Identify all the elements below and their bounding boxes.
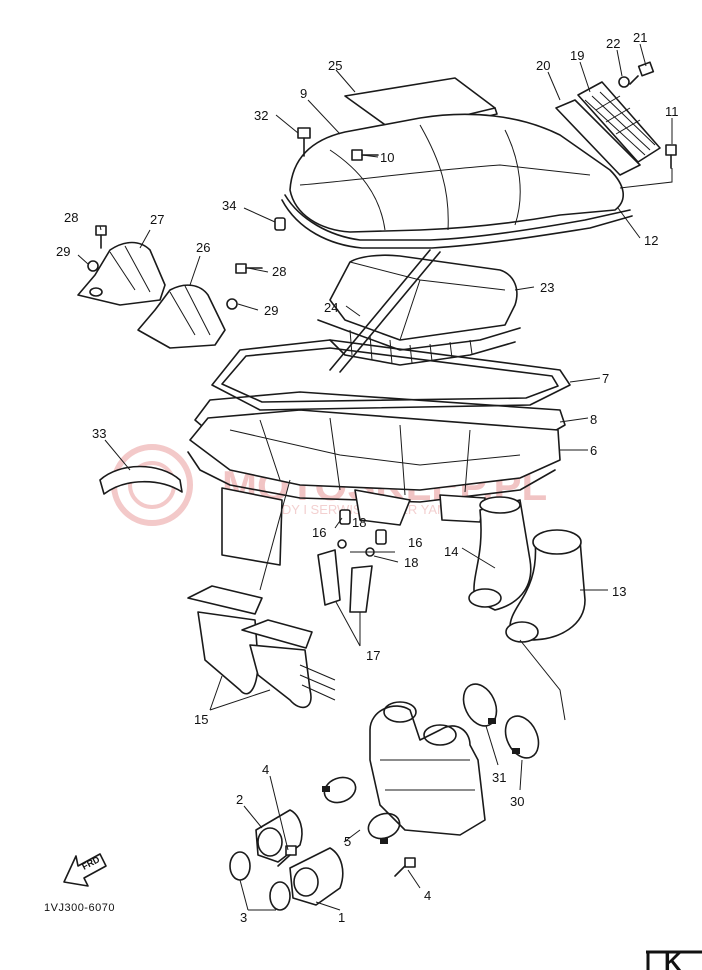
bolt-4-lower bbox=[394, 857, 416, 877]
part-26-side-duct bbox=[137, 284, 226, 349]
label-23: 23 bbox=[540, 280, 554, 295]
part-7-seal bbox=[211, 339, 571, 411]
bolt-28-left bbox=[95, 225, 107, 249]
label-21: 21 bbox=[633, 30, 647, 45]
part-15-intake-duct bbox=[187, 585, 336, 709]
label-4-lower: 4 bbox=[424, 888, 431, 903]
part-13-joint bbox=[505, 529, 586, 643]
label-28-right: 28 bbox=[272, 264, 286, 279]
label-32: 32 bbox=[254, 108, 268, 123]
label-30: 30 bbox=[510, 794, 524, 809]
part-20-gasket bbox=[555, 99, 641, 176]
label-29-left: 29 bbox=[56, 244, 70, 259]
label-14: 14 bbox=[444, 544, 458, 559]
corner-mark: K bbox=[646, 949, 702, 970]
label-18-left: 18 bbox=[352, 515, 366, 530]
part-6-cleaner-case bbox=[187, 409, 561, 566]
forward-arrow-icon: FRD bbox=[63, 853, 107, 887]
label-24: 24 bbox=[324, 300, 338, 315]
label-12: 12 bbox=[644, 233, 658, 248]
label-28-left: 28 bbox=[64, 210, 78, 225]
label-25: 25 bbox=[328, 58, 342, 73]
label-20: 20 bbox=[536, 58, 550, 73]
label-3: 3 bbox=[240, 910, 247, 925]
label-15: 15 bbox=[194, 712, 208, 727]
clamp-30 bbox=[504, 715, 540, 759]
washer-22 bbox=[618, 76, 630, 88]
label-27: 27 bbox=[150, 212, 164, 227]
label-10: 10 bbox=[380, 150, 394, 165]
clamp-31 bbox=[462, 683, 498, 727]
part-16-drain-plug-left bbox=[339, 509, 351, 525]
bolt-4-upper bbox=[277, 845, 297, 867]
label-16-left: 16 bbox=[312, 525, 326, 540]
label-33: 33 bbox=[92, 426, 106, 441]
part-number-labels: 25 9 32 10 20 19 22 21 11 12 34 23 24 7 … bbox=[56, 30, 679, 925]
bolt-21 bbox=[629, 61, 655, 85]
o-ring-3-lower bbox=[269, 881, 291, 911]
label-1: 1 bbox=[338, 910, 345, 925]
label-7: 7 bbox=[602, 371, 609, 386]
diagram-code: 1VJ300-6070 bbox=[44, 902, 115, 914]
label-17: 17 bbox=[366, 648, 380, 663]
label-19: 19 bbox=[570, 48, 584, 63]
label-29-right: 29 bbox=[264, 303, 278, 318]
label-16-right: 16 bbox=[408, 535, 422, 550]
label-18-right: 18 bbox=[404, 555, 418, 570]
label-11: 11 bbox=[665, 104, 679, 119]
part-19-element bbox=[577, 81, 661, 163]
label-5: 5 bbox=[344, 834, 351, 849]
grommet-34 bbox=[274, 217, 286, 231]
nut-29-left bbox=[87, 260, 99, 272]
part-23-element-cover bbox=[329, 254, 518, 341]
label-8: 8 bbox=[590, 412, 597, 427]
clamp-5-upper bbox=[322, 776, 357, 804]
label-4-upper: 4 bbox=[262, 762, 269, 777]
watermark-subtitle: POJAZDY I SERWIS DEALER YAMAHA bbox=[240, 502, 475, 517]
nut-29-right bbox=[226, 298, 238, 310]
part-17-drain-hoses bbox=[317, 549, 373, 613]
label-6: 6 bbox=[590, 443, 597, 458]
label-34: 34 bbox=[222, 198, 236, 213]
label-26: 26 bbox=[196, 240, 210, 255]
part-33-guard bbox=[99, 465, 183, 495]
clamp-5-lower bbox=[367, 812, 401, 844]
part-14-joint bbox=[468, 496, 532, 611]
corner-mark-letter: K bbox=[664, 949, 682, 970]
part-27-side-duct bbox=[77, 241, 166, 306]
part-9-cleaner-cap bbox=[281, 113, 633, 249]
bolt-11 bbox=[665, 144, 677, 169]
o-ring-3-upper bbox=[229, 851, 251, 881]
label-2: 2 bbox=[236, 792, 243, 807]
label-9: 9 bbox=[300, 86, 307, 101]
leader-lines bbox=[77, 43, 673, 911]
carburetor-assembly bbox=[369, 701, 486, 836]
part-1-carb-joint bbox=[289, 847, 344, 906]
label-31: 31 bbox=[492, 770, 506, 785]
label-13: 13 bbox=[612, 584, 626, 599]
part-18-clip-left bbox=[337, 539, 347, 549]
part-16-drain-plug-right bbox=[375, 529, 387, 545]
label-22: 22 bbox=[606, 36, 620, 51]
